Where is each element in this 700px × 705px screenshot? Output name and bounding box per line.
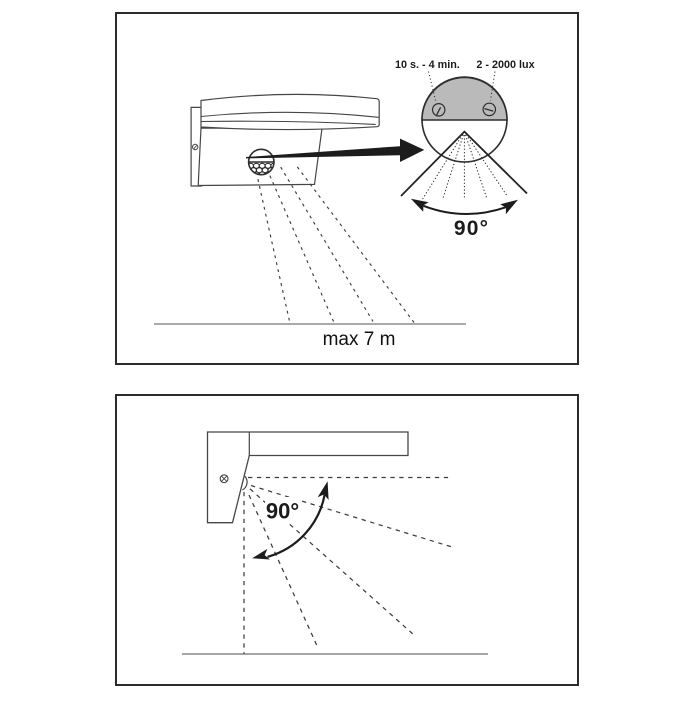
svg-text:10 s. - 4 min.: 10 s. - 4 min.: [395, 59, 460, 71]
svg-text:max 7 m: max 7 m: [323, 329, 396, 350]
svg-text:90°: 90°: [454, 217, 489, 240]
svg-text:90°: 90°: [266, 499, 299, 524]
svg-text:2 - 2000 lux: 2 - 2000 lux: [476, 59, 534, 71]
